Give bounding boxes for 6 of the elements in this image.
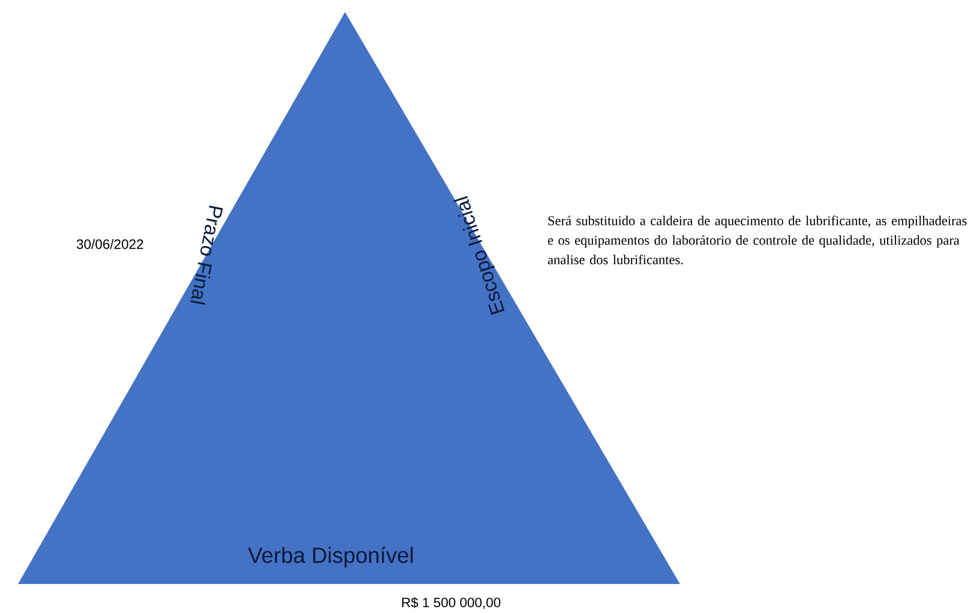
base-label: Verba Disponível: [248, 546, 413, 568]
side-label: Prazo Final: [190, 206, 223, 305]
note-paragraph: Será substituido a caldeira de aquecimento de lubrificante, as empilhadeiras e os equipamentos do laborátorio de controle de qualidade, utilizados para analise dos lubrificantes.: [548, 216, 967, 264]
value-label: R$ 1 500 000,00: [402, 597, 500, 609]
side-label: Escopo Inicial: [454, 196, 504, 315]
value-label: 30/06/2022: [76, 239, 144, 249]
